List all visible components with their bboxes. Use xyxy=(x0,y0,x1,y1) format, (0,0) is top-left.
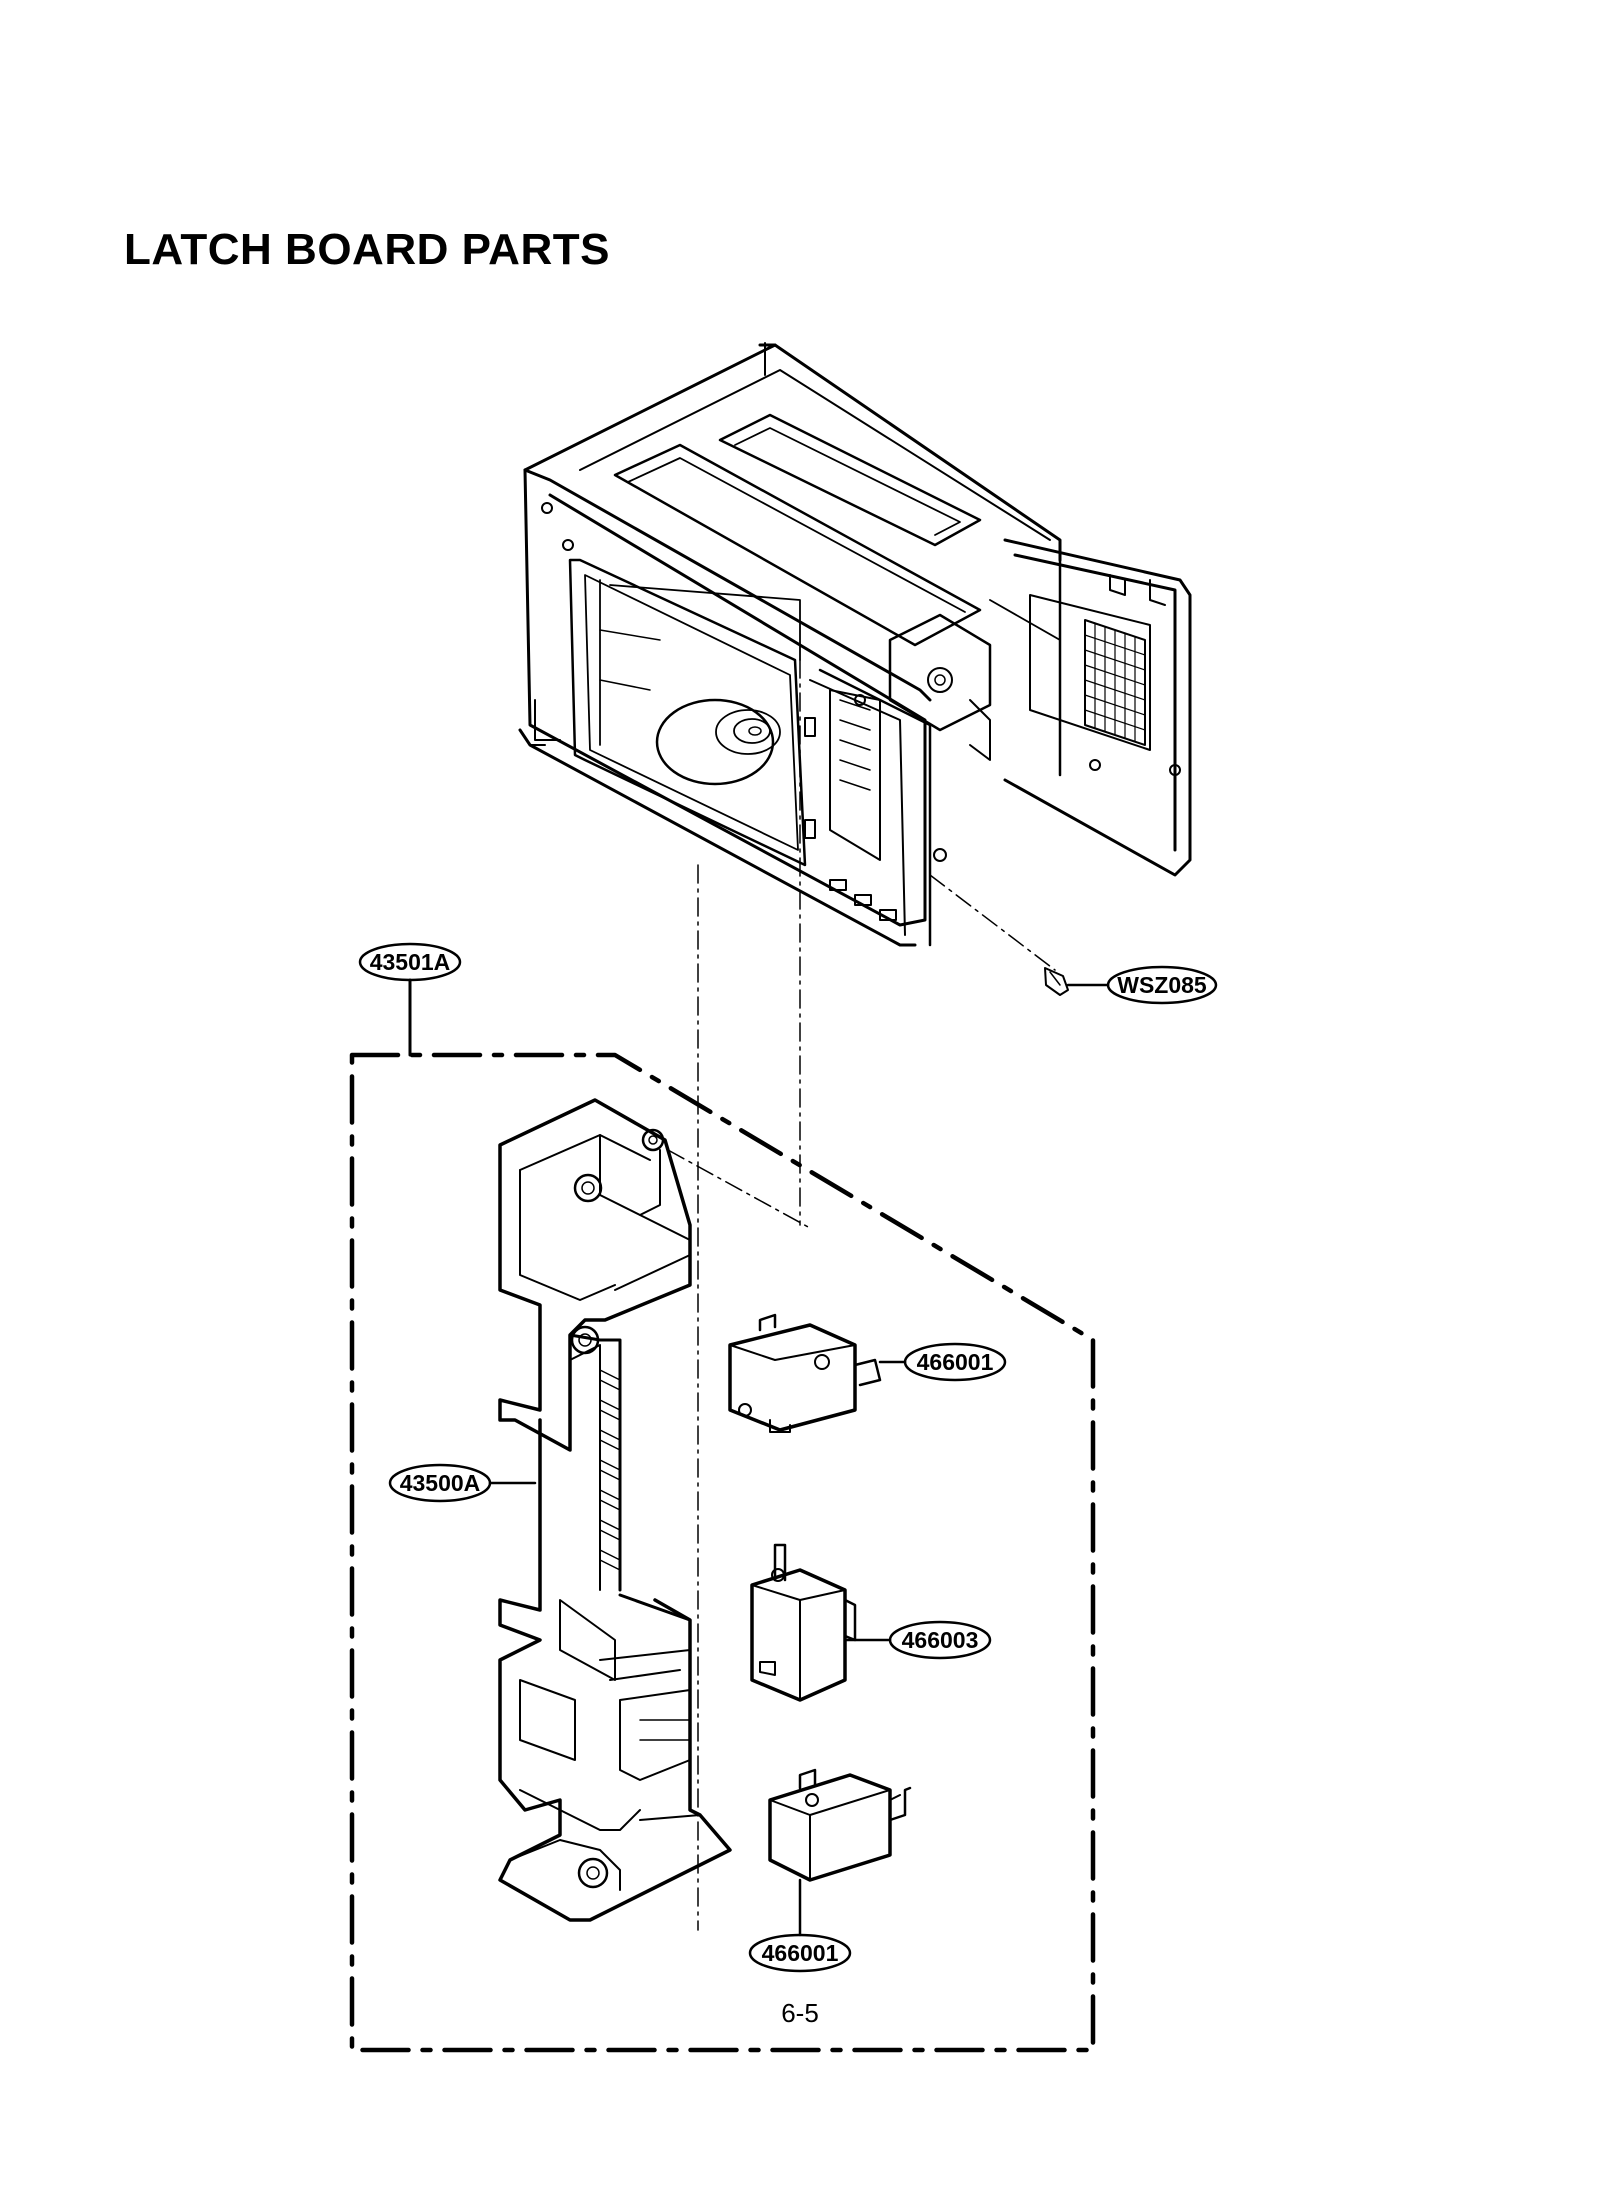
callout-screw: WSZ085 xyxy=(1106,965,1218,1005)
callout-switch-upper-label: 466001 xyxy=(917,1349,994,1375)
callout-switch-lower: 466001 xyxy=(748,1933,852,1973)
callout-switch-lower-label: 466001 xyxy=(762,1940,839,1966)
page-number: 6-5 xyxy=(781,1998,819,2028)
callout-screw-label: WSZ085 xyxy=(1117,972,1207,998)
vent-grille xyxy=(1084,619,1146,746)
page-title: LATCH BOARD PARTS xyxy=(124,225,610,274)
screw-part xyxy=(1044,967,1110,996)
callout-latch-board-assembly: 43501A xyxy=(358,942,462,982)
callout-switch-middle-label: 466003 xyxy=(902,1627,979,1653)
callout-switch-middle: 466003 xyxy=(888,1620,992,1660)
switch-lower-part xyxy=(768,1768,912,1882)
switch-upper-part xyxy=(728,1313,882,1433)
microwave-chassis xyxy=(518,342,1192,947)
latch-board-assembly-boundary xyxy=(349,1052,1096,2053)
latch-board-part xyxy=(498,1098,732,1922)
callout-latch-board-label: 43500A xyxy=(400,1470,481,1496)
callout-latch-board: 43500A xyxy=(388,1463,492,1503)
assembly-guide-lines xyxy=(667,659,1056,1931)
callout-switch-upper: 466001 xyxy=(903,1342,1007,1382)
switch-middle-part xyxy=(750,1543,857,1702)
callout-latch-board-assembly-label: 43501A xyxy=(370,949,451,975)
